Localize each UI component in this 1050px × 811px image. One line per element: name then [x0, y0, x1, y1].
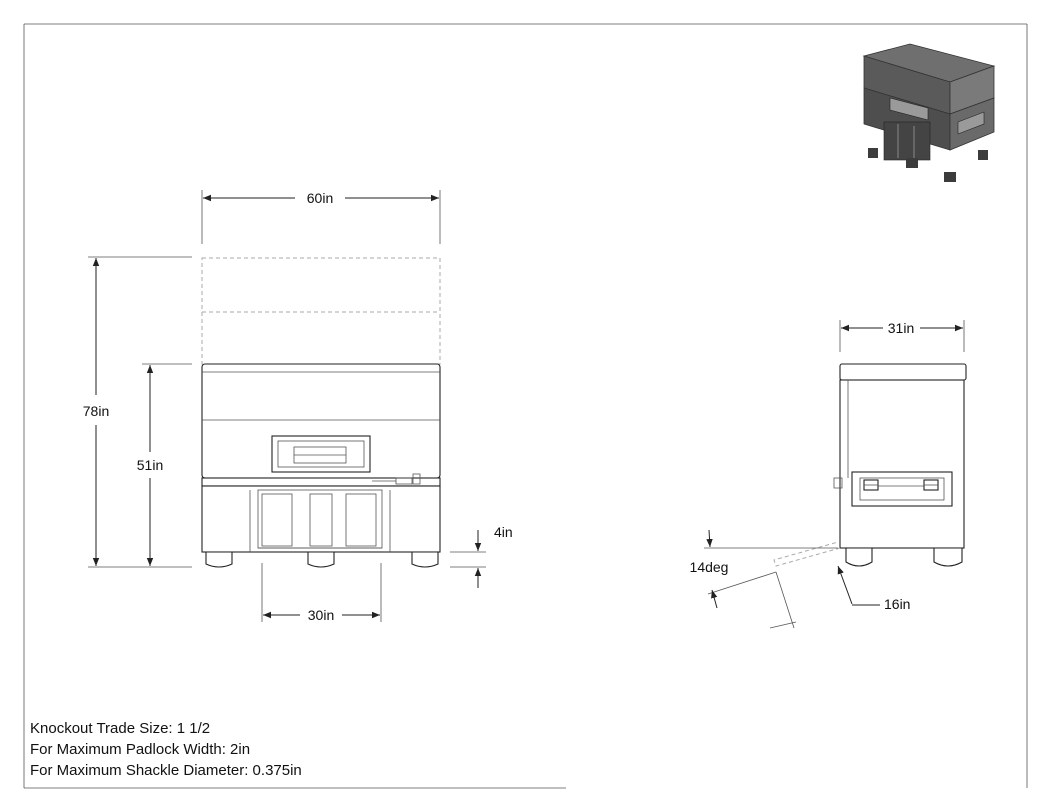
dim-lid-projection: 16in — [769, 565, 910, 629]
open-lid-phantom — [201, 257, 441, 365]
dim-side-depth: 31in — [839, 320, 965, 352]
dim-leg-height: 4in — [450, 524, 513, 588]
side-lid — [839, 363, 967, 381]
front-legs — [205, 551, 439, 568]
side-handle — [851, 471, 953, 507]
side-view — [773, 363, 967, 567]
side-body — [839, 379, 965, 549]
dim-leg-height-label: 4in — [494, 524, 513, 540]
front-handle — [271, 435, 371, 473]
sheet-border — [23, 23, 1028, 789]
dim-leg-spacing-label: 30in — [308, 607, 334, 623]
dim-lid-angle-label: 14deg — [690, 559, 729, 575]
isometric-preview-image — [862, 43, 996, 182]
front-view — [201, 257, 441, 568]
dim-leg-spacing: 30in — [261, 563, 382, 623]
dim-lid-projection-label: 16in — [884, 596, 910, 612]
dim-closed-height-label: 51in — [137, 457, 163, 473]
dim-open-height-label: 78in — [83, 403, 109, 419]
dim-lid-angle: 14deg — [690, 529, 838, 609]
note-padlock-width: For Maximum Padlock Width: 2in — [30, 741, 251, 758]
dim-closed-height: 51in — [137, 363, 192, 566]
dim-open-height: 78in — [83, 256, 192, 568]
note-shackle-diameter: For Maximum Shackle Diameter: 0.375in — [30, 762, 302, 779]
front-body — [201, 485, 441, 553]
dim-front-width-label: 60in — [307, 190, 333, 206]
dim-front-width: 60in — [201, 190, 441, 244]
note-knockout-size: Knockout Trade Size: 1 1/2 — [30, 720, 211, 737]
dim-side-depth-label: 31in — [888, 320, 914, 336]
